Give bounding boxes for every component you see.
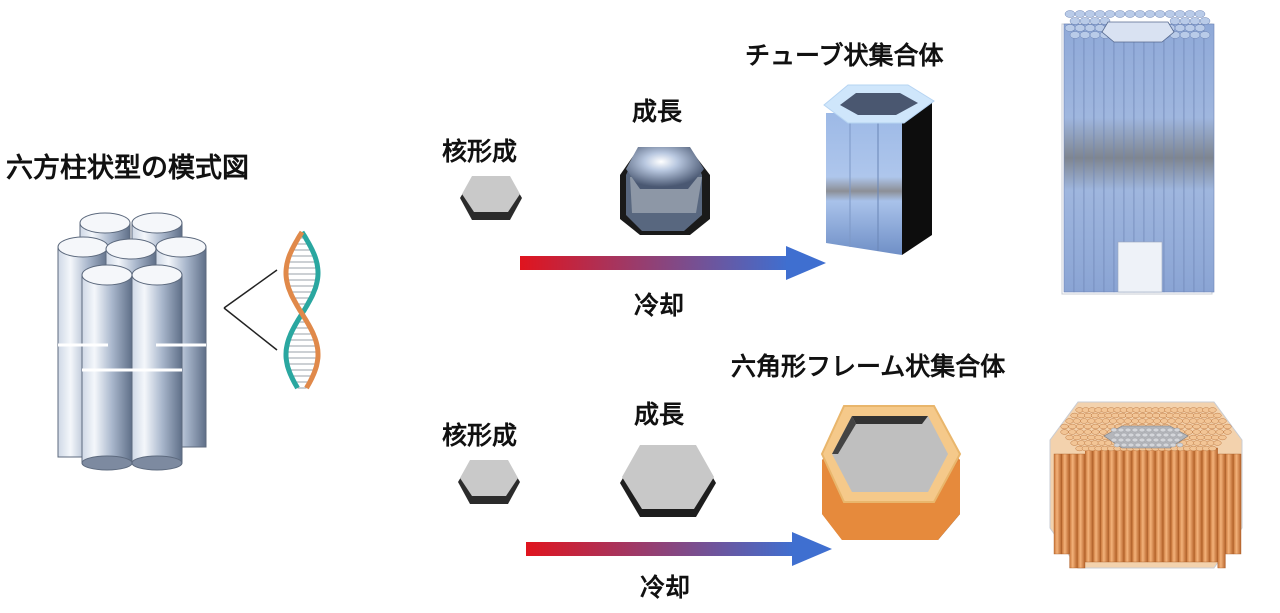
bottom-frame-crystal	[820, 405, 962, 540]
top-cooling-label: 冷却	[634, 291, 685, 320]
bottom-growth-label: 成長	[634, 400, 685, 429]
bottom-frame-bundle	[1049, 401, 1243, 569]
frame-bundle-core	[1103, 425, 1189, 449]
top-tube-bundle	[1061, 10, 1215, 295]
model-title: 六方柱状型の模式図	[6, 153, 249, 184]
hexagonal-column-model	[57, 212, 207, 471]
tube-bundle-columns	[1063, 23, 1215, 293]
dna-strand-orange	[283, 230, 321, 390]
bottom-nucleus-hexagon	[458, 460, 520, 504]
cylinder-front-right	[131, 264, 183, 471]
segment-gap-lines	[58, 343, 206, 372]
bottom-result-label: 六角形フレーム状集合体	[731, 352, 1006, 381]
dna-strand-teal	[283, 230, 321, 390]
bottom-cooling-label: 冷却	[640, 573, 691, 602]
tube-bundle-tops	[1064, 10, 1211, 43]
top-cooling-arrow	[520, 246, 826, 280]
top-result-label: チューブ状集合体	[745, 41, 944, 70]
dna-helix-icon	[283, 230, 321, 390]
bottom-nucleation-label: 核形成	[442, 421, 518, 450]
bottom-growth-hexagon	[620, 445, 716, 517]
zoom-lines	[223, 269, 278, 351]
top-nucleus-hexagon	[460, 176, 522, 220]
top-tube-crystal	[823, 84, 935, 255]
top-growth-crystal	[620, 147, 710, 235]
cylinder-front-left	[81, 264, 133, 471]
top-nucleation-label: 核形成	[442, 137, 518, 166]
bottom-cooling-arrow	[526, 532, 832, 566]
top-growth-label: 成長	[632, 97, 683, 126]
